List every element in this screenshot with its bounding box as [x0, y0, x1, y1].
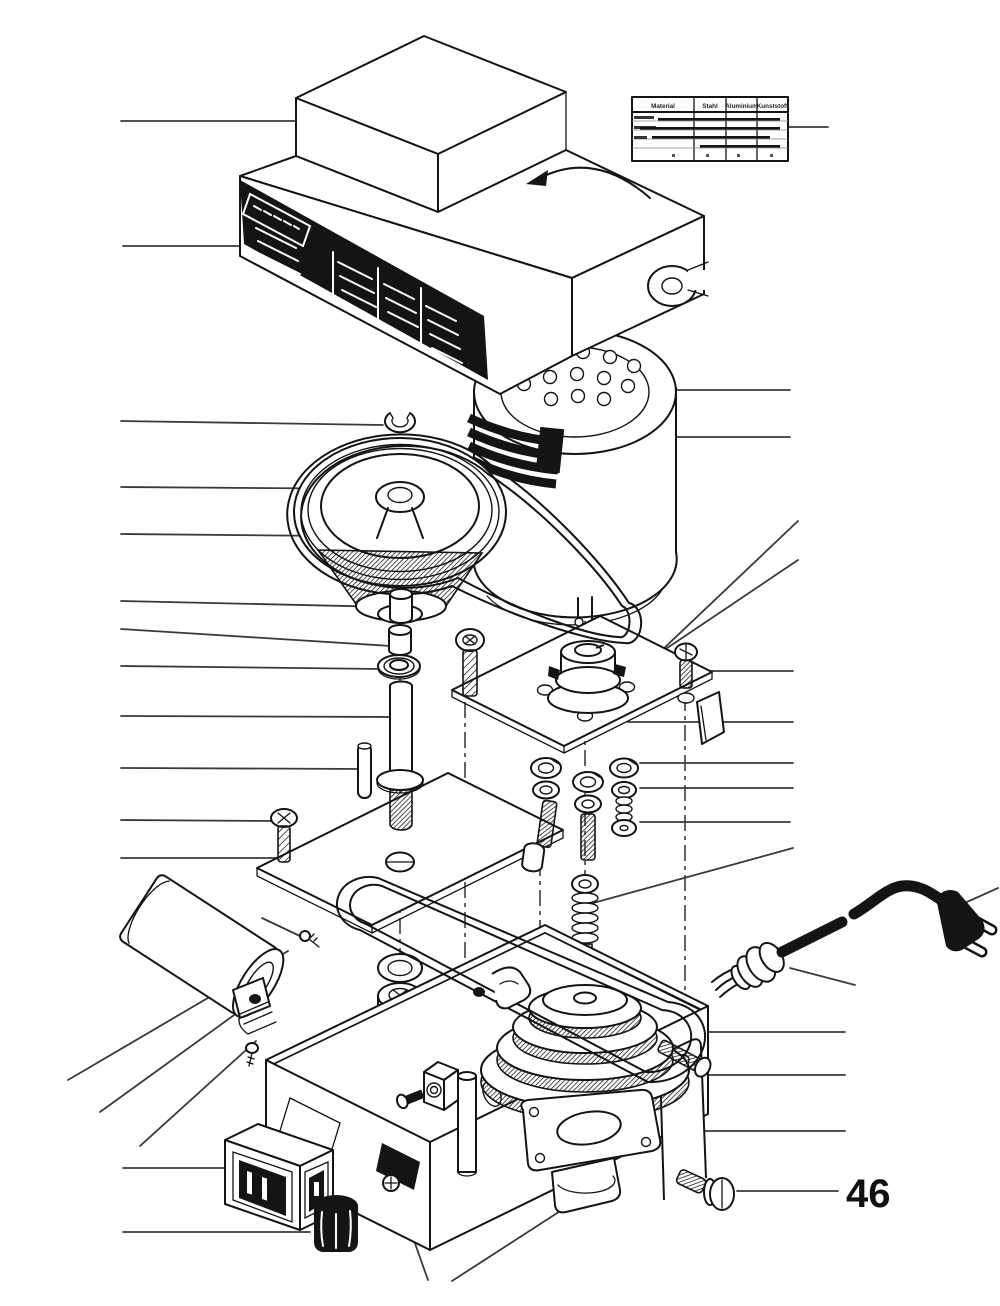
rubber-knob — [314, 1195, 358, 1252]
plate-cap-screw-left — [455, 628, 485, 697]
table-header-kunststoff: Kunststoff — [757, 103, 789, 110]
standoff-post — [457, 1071, 477, 1177]
base-plate — [256, 772, 564, 935]
capacitor-clamp — [232, 977, 277, 1067]
rotation-arrow-icon — [526, 166, 651, 199]
upper-pulley — [293, 437, 507, 624]
washer-screw-set-2 — [572, 771, 604, 861]
foot-screw — [675, 1169, 735, 1211]
part-number-46: 46 — [846, 1172, 891, 1216]
micro-switch — [395, 1061, 459, 1111]
small-drive-pulley — [547, 640, 629, 714]
washer — [377, 953, 423, 983]
cover-clip — [647, 261, 709, 307]
belt-tension-screw — [657, 1039, 712, 1078]
base-screw — [382, 1174, 400, 1192]
clamp-screw — [245, 1042, 259, 1067]
table-rows — [632, 116, 788, 157]
spindle-shaft — [376, 680, 424, 831]
platform-screw — [270, 808, 298, 863]
plate-screw-right — [674, 642, 725, 745]
retaining-ring — [384, 412, 416, 434]
angle-bracket — [696, 691, 725, 745]
pulley-hub — [375, 481, 425, 539]
washer-screw-set-1 — [521, 757, 562, 873]
table-header-material: Material — [651, 103, 675, 110]
spacer-bushings — [388, 588, 413, 656]
power-inlet-socket — [224, 1123, 334, 1231]
spec-table: Material Stahl Aluminium Kunststoff — [631, 96, 789, 162]
small-screw — [299, 930, 320, 948]
brand-logo — [241, 192, 312, 248]
motor — [467, 329, 678, 641]
thrust-washer — [377, 654, 421, 680]
nameplate-label — [240, 180, 488, 380]
drive-belt-upper — [286, 433, 643, 645]
dowel-pin — [357, 742, 372, 799]
strain-relief-grommet — [730, 941, 785, 991]
table-header-stahl: Stahl — [702, 103, 718, 110]
drive-belt-lower — [335, 875, 707, 1084]
power-cord — [711, 880, 998, 998]
base-label — [376, 1143, 420, 1190]
table-header-aluminium: Aluminium — [725, 103, 758, 110]
slotted-nut — [385, 851, 415, 873]
washer-screw-set-3 — [609, 757, 639, 837]
mains-plug — [936, 890, 998, 958]
bearing-bracket — [520, 1088, 662, 1214]
cable-clamp-clip — [473, 966, 532, 1010]
